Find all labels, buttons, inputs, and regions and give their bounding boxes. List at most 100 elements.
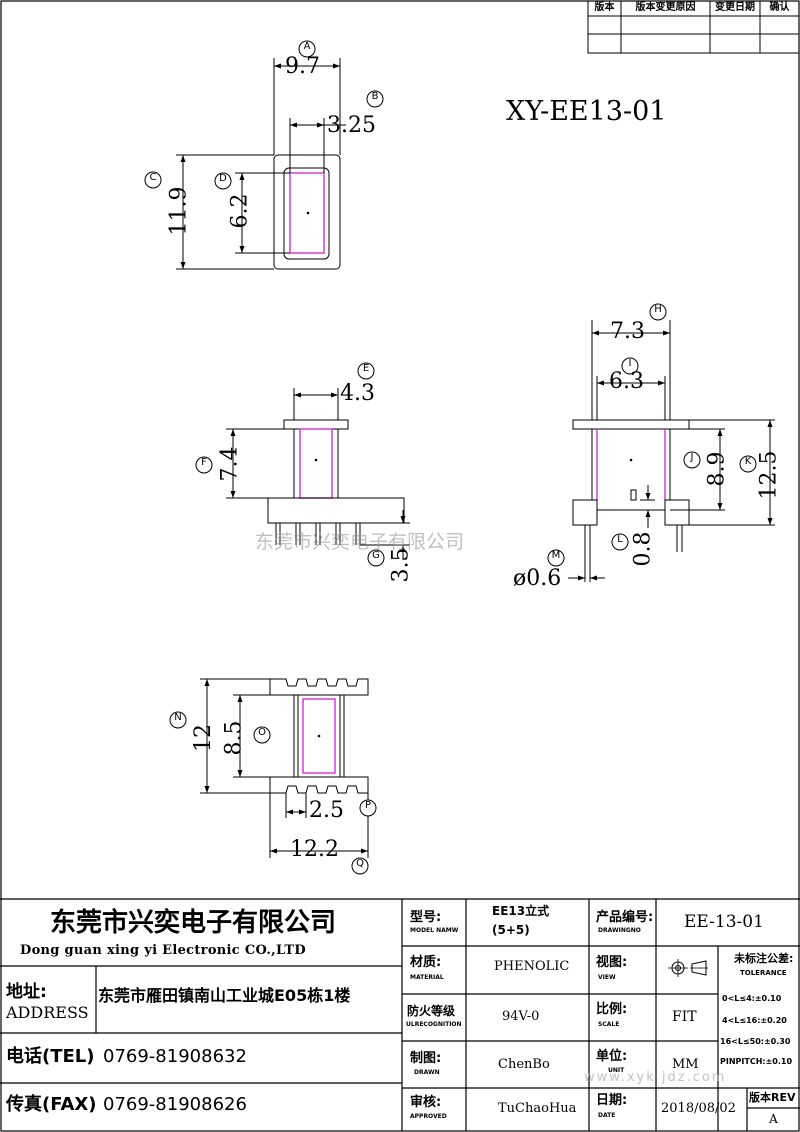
dim-value-c: 11.9 bbox=[166, 186, 192, 236]
model-label: 型号: bbox=[410, 910, 442, 925]
scale-label: 比例: bbox=[596, 1002, 628, 1017]
dim-tag-k: K bbox=[744, 456, 752, 467]
unit-value: MM bbox=[672, 1057, 699, 1072]
address-label-cn: 地址: bbox=[6, 982, 47, 1002]
bottom-view-coil bbox=[302, 698, 336, 774]
dim-value-q: 12.2 bbox=[290, 837, 339, 862]
dim-tag-f: F bbox=[201, 457, 207, 468]
tolerance-rule-2: 4<L≤16:±0.20 bbox=[722, 1016, 787, 1025]
fire-rating-label: 防火等级 bbox=[407, 1004, 456, 1018]
scale-value: FIT bbox=[672, 1009, 697, 1025]
dim-tag-p: P bbox=[364, 800, 372, 811]
revision-header-version: 版本 bbox=[594, 2, 615, 13]
company-name-en: Dong guan xing yi Electronic CO.,LTD bbox=[20, 943, 306, 958]
dim-value-a: 9.7 bbox=[285, 54, 320, 79]
dim-tag-q: Q bbox=[356, 858, 364, 869]
dim-tag-o: O bbox=[258, 727, 266, 738]
dim-tag-b: B bbox=[371, 91, 379, 102]
watermark-company: 东莞市兴奕电子有限公司 bbox=[255, 531, 465, 553]
drawn-value: ChenBo bbox=[498, 1057, 550, 1072]
dim-value-b: 3.25 bbox=[327, 113, 376, 138]
tolerance-rule-4: PINPITCH:±0.10 bbox=[720, 1057, 793, 1066]
dim-tag-l: L bbox=[617, 534, 623, 545]
dim-tag-n: N bbox=[174, 712, 182, 723]
side-view bbox=[568, 320, 775, 582]
drawn-label-en: DRAWN bbox=[414, 1069, 440, 1076]
dim-value-l: 0.8 bbox=[630, 531, 656, 567]
tel-value: 0769-81908632 bbox=[103, 1046, 247, 1067]
tel-label: 电话(TEL) bbox=[6, 1046, 95, 1067]
top-view bbox=[176, 58, 346, 270]
drawing-no-value: EE-13-01 bbox=[684, 912, 764, 932]
drawing-title: XY-EE13-01 bbox=[506, 96, 667, 127]
unit-label: 单位: bbox=[596, 1049, 628, 1064]
view-label: 视图: bbox=[596, 955, 628, 970]
dim-tag-m: M bbox=[551, 550, 561, 561]
revision-header-date: 变更日期 bbox=[715, 2, 755, 13]
model-value-line2: (5+5) bbox=[492, 923, 530, 937]
dim-tag-e: E bbox=[362, 363, 370, 374]
dim-value-n: 12 bbox=[191, 724, 216, 752]
revision-header-confirm: 确认 bbox=[769, 2, 790, 13]
dim-value-m: ø0.6 bbox=[513, 566, 562, 591]
dim-tag-c: C bbox=[149, 172, 157, 183]
address-value: 东莞市雁田镇南山工业城E05栋1楼 bbox=[98, 986, 351, 1005]
tolerance-title-en: TOLERANCE bbox=[740, 969, 787, 977]
fire-rating-label-en: ULRECOGNITION bbox=[406, 1021, 462, 1028]
dim-value-i: 6.3 bbox=[609, 369, 644, 394]
date-value: 2018/08/02 bbox=[661, 1101, 736, 1116]
watermark-url: www.xyk jdz.com bbox=[584, 1070, 727, 1085]
bottom-view bbox=[200, 678, 369, 858]
model-value-line1: EE13立式 bbox=[492, 904, 550, 918]
model-label-en: MODEL NAMW bbox=[410, 927, 459, 934]
revision-label: 版本REV bbox=[749, 1091, 796, 1104]
dimension-tag-circles bbox=[144, 40, 757, 875]
date-label-en: DATE bbox=[598, 1112, 616, 1119]
date-label: 日期: bbox=[596, 1093, 628, 1108]
dim-value-p: 2.5 bbox=[309, 798, 344, 823]
address-label-en: ADDRESS bbox=[6, 1003, 89, 1022]
dim-value-o: 8.5 bbox=[221, 720, 247, 756]
material-value: PHENOLIC bbox=[494, 959, 570, 974]
tolerance-rule-3: 16<L≤50:±0.30 bbox=[720, 1037, 791, 1046]
drawing-no-label-en: DRAWINGNO bbox=[598, 927, 641, 934]
dim-tag-d: D bbox=[219, 173, 227, 184]
approved-label: 审核: bbox=[410, 1095, 442, 1110]
drawn-label: 制图: bbox=[410, 1051, 442, 1066]
fax-label: 传真(FAX) bbox=[6, 1094, 97, 1115]
fire-rating-value: 94V-0 bbox=[502, 1009, 540, 1024]
drawing-no-label: 产品编号: bbox=[596, 910, 654, 925]
dim-value-h: 7.3 bbox=[610, 319, 645, 344]
revision-header-reason: 版本变更原因 bbox=[635, 2, 696, 13]
title-block-grid bbox=[0, 898, 800, 1131]
revision-value: A bbox=[769, 1112, 778, 1126]
unit-label-en: UNIT bbox=[608, 1067, 625, 1074]
front-view-coil bbox=[299, 428, 333, 499]
scale-label-en: SCALE bbox=[598, 1021, 620, 1028]
tolerance-title: 未标注公差: bbox=[734, 952, 794, 965]
company-name-cn: 东莞市兴奕电子有限公司 bbox=[50, 908, 337, 938]
dim-value-j: 8.9 bbox=[704, 451, 730, 487]
view-label-en: VIEW bbox=[598, 974, 616, 981]
tolerance-rule-1: 0<L≤4:±0.10 bbox=[722, 994, 782, 1003]
top-view-coil bbox=[289, 172, 325, 254]
dim-tag-h: H bbox=[654, 304, 662, 315]
material-label-en: MATERIAL bbox=[410, 974, 444, 981]
dim-value-k: 12.5 bbox=[756, 450, 782, 500]
dim-tag-i: I bbox=[628, 358, 632, 369]
dim-value-d: 6.2 bbox=[227, 193, 253, 229]
first-angle-projection-icon bbox=[668, 959, 708, 977]
revision-table-grid bbox=[587, 0, 800, 54]
dim-value-e: 4.3 bbox=[340, 381, 375, 406]
dim-tag-a: A bbox=[303, 41, 311, 52]
approved-value: TuChaoHua bbox=[498, 1101, 577, 1116]
dim-tag-g: G bbox=[372, 550, 380, 561]
fax-value: 0769-81908626 bbox=[103, 1094, 247, 1115]
dim-value-f: 7.4 bbox=[217, 446, 243, 482]
front-view bbox=[226, 388, 410, 560]
dim-tag-j: J bbox=[690, 452, 694, 463]
material-label: 材质: bbox=[410, 955, 442, 970]
approved-label-en: APPROVED bbox=[410, 1113, 447, 1120]
